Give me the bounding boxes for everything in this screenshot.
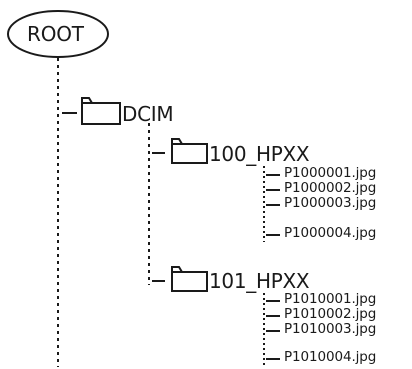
- folder-100-label: 100_HPXX: [209, 142, 310, 166]
- file-100-4-label: P1000004.jpg: [284, 225, 377, 241]
- file-100-3-label: P1000003.jpg: [284, 195, 377, 211]
- root-node: [7, 10, 109, 58]
- dcim-label: DCIM: [122, 102, 174, 126]
- file-100-2-label: P1000002.jpg: [284, 180, 377, 196]
- folder-100-icon: [171, 138, 208, 164]
- root-label: ROOT: [27, 22, 84, 46]
- file-100-1-label: P1000001.jpg: [284, 165, 377, 181]
- file-101-1-label: P1010001.jpg: [284, 291, 377, 307]
- file-101-4-label: P1010004.jpg: [284, 349, 377, 365]
- dcim-folder-icon: [81, 97, 121, 125]
- folder-101-label: 101_HPXX: [209, 269, 310, 293]
- folder-101-icon: [171, 266, 208, 292]
- file-101-2-label: P1010002.jpg: [284, 306, 377, 322]
- file-101-3-label: P1010003.jpg: [284, 321, 377, 337]
